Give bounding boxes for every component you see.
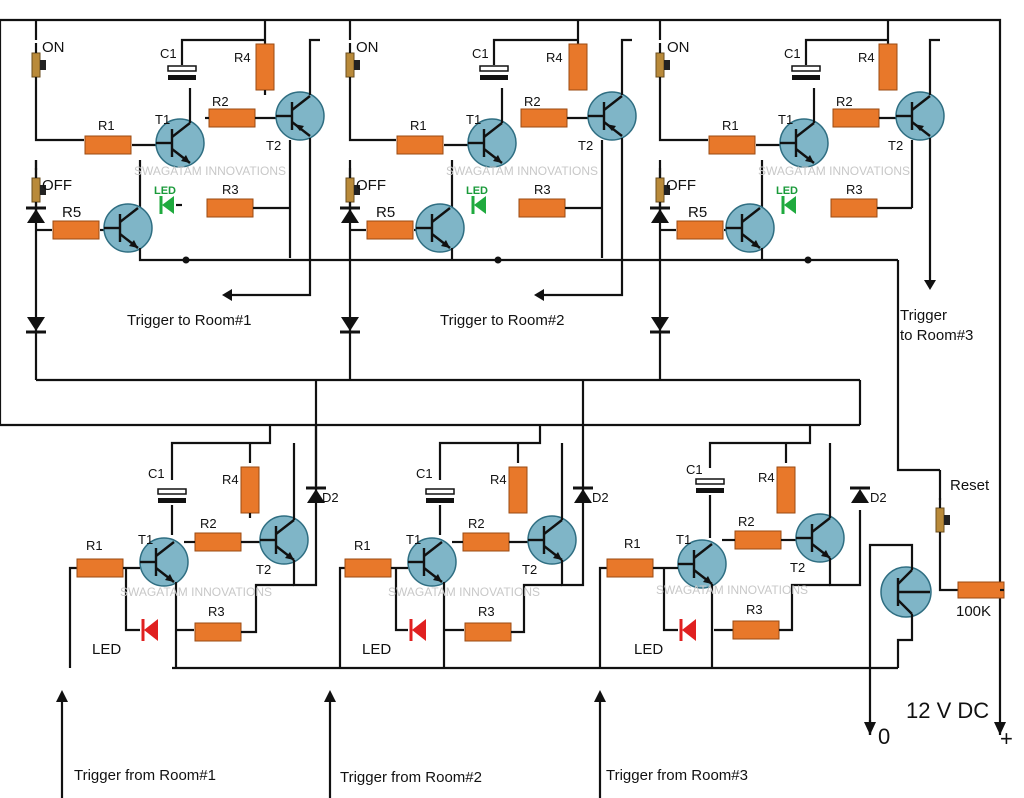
labels: ON ON ON OFF OFF OFF C1 C1 C1 R4 R4 R4 R… [42, 39, 1013, 786]
r2-label-bottom-1: R2 [200, 516, 217, 531]
top-section-room-2 [338, 20, 638, 334]
watermark-bottom-3: SWAGATAM INNOVATIONS [656, 583, 808, 597]
led-label-green-1: LED [154, 185, 176, 197]
t1-label-bottom-3: T1 [676, 532, 691, 547]
on-label-3: ON [667, 39, 690, 56]
watermark-2: SWAGATAM INNOVATIONS [446, 164, 598, 178]
r2-label-bottom-2: R2 [468, 516, 485, 531]
watermark-bottom-1: SWAGATAM INNOVATIONS [120, 585, 272, 599]
trigger-to-room-3-line1: Trigger [900, 307, 947, 324]
c1-label-bottom-2: C1 [416, 466, 433, 481]
r4-label-bottom-3: R4 [758, 470, 775, 485]
r4-label-top-2: R4 [546, 50, 563, 65]
r2-label-top-3: R2 [836, 94, 853, 109]
r1-label-top-1: R1 [98, 118, 115, 133]
trigger-from-room-2: Trigger from Room#2 [340, 769, 482, 786]
led-label-green-2: LED [466, 185, 488, 197]
r5-label-1: R5 [62, 204, 81, 221]
t2-label-bottom-3: T2 [790, 560, 805, 575]
r1-label-top-2: R1 [410, 118, 427, 133]
r2-label-bottom-3: R2 [738, 514, 755, 529]
r1-label-top-3: R1 [722, 118, 739, 133]
r4-label-top-3: R4 [858, 50, 875, 65]
led-label-green-3: LED [776, 185, 798, 197]
supply-label: 12 V DC [906, 698, 989, 723]
trigger-to-room-1: Trigger to Room#1 [127, 312, 252, 329]
c1-label-bottom-1: C1 [148, 466, 165, 481]
r5-label-3: R5 [688, 204, 707, 221]
t2-label-top-2: T2 [578, 138, 593, 153]
top-section-room-3 [648, 20, 946, 334]
reset-label: Reset [950, 477, 990, 494]
r3-label-bottom-3: R3 [746, 602, 763, 617]
positive-plus-label: + [1000, 726, 1013, 751]
t2-label-bottom-2: T2 [522, 562, 537, 577]
d2-label-3: D2 [870, 490, 887, 505]
trigger-to-room-2: Trigger to Room#2 [440, 312, 565, 329]
r3-label-bottom-1: R3 [208, 604, 225, 619]
watermark-bottom-2: SWAGATAM INNOVATIONS [388, 585, 540, 599]
resistor-100k-label: 100K [956, 603, 991, 620]
r1-label-bottom-1: R1 [86, 538, 103, 553]
on-label-1: ON [42, 39, 65, 56]
r4-label-bottom-2: R4 [490, 472, 507, 487]
r1-label-bottom-2: R1 [354, 538, 371, 553]
top-section-room-1 [24, 20, 898, 334]
off-label-3: OFF [666, 177, 696, 194]
trigger-to-room-3-line2: to Room#3 [900, 327, 973, 344]
t2-label-top-3: T2 [888, 138, 903, 153]
r2-label-top-2: R2 [524, 94, 541, 109]
off-label-1: OFF [42, 177, 72, 194]
led-label-red-2: LED [362, 641, 391, 658]
t1-label-bottom-1: T1 [138, 532, 153, 547]
reset-section [864, 470, 1006, 735]
c1-label-bottom-3: C1 [686, 462, 703, 477]
t2-label-bottom-1: T2 [256, 562, 271, 577]
led-label-red-1: LED [92, 641, 121, 658]
led-label-red-3: LED [634, 641, 663, 658]
bottom-section-room-2 [324, 425, 595, 798]
t1-label-top-2: T1 [466, 112, 481, 127]
trigger-from-room-1: Trigger from Room#1 [74, 767, 216, 784]
ground-zero-label: 0 [878, 724, 890, 749]
c1-label-top-2: C1 [472, 46, 489, 61]
t1-label-bottom-2: T1 [406, 532, 421, 547]
off-label-2: OFF [356, 177, 386, 194]
r3-label-bottom-2: R3 [478, 604, 495, 619]
on-label-2: ON [356, 39, 379, 56]
r3-label-top-2: R3 [534, 182, 551, 197]
d2-label-1: D2 [322, 490, 339, 505]
r2-label-top-1: R2 [212, 94, 229, 109]
r5-label-2: R5 [376, 204, 395, 221]
t1-label-top-1: T1 [155, 112, 170, 127]
t2-label-top-1: T2 [266, 138, 281, 153]
watermark-3: SWAGATAM INNOVATIONS [758, 164, 910, 178]
r1-label-bottom-3: R1 [624, 536, 641, 551]
r3-label-top-3: R3 [846, 182, 863, 197]
trigger-from-room-3: Trigger from Room#3 [606, 767, 748, 784]
c1-label-top-1: C1 [160, 46, 177, 61]
r4-label-bottom-1: R4 [222, 472, 239, 487]
d2-label-2: D2 [592, 490, 609, 505]
t1-label-top-3: T1 [778, 112, 793, 127]
r4-label-top-1: R4 [234, 50, 251, 65]
c1-label-top-3: C1 [784, 46, 801, 61]
watermark-1: SWAGATAM INNOVATIONS [134, 164, 286, 178]
r3-label-top-1: R3 [222, 182, 239, 197]
bottom-section-room-1 [56, 425, 328, 798]
bottom-section-room-3 [594, 425, 872, 798]
